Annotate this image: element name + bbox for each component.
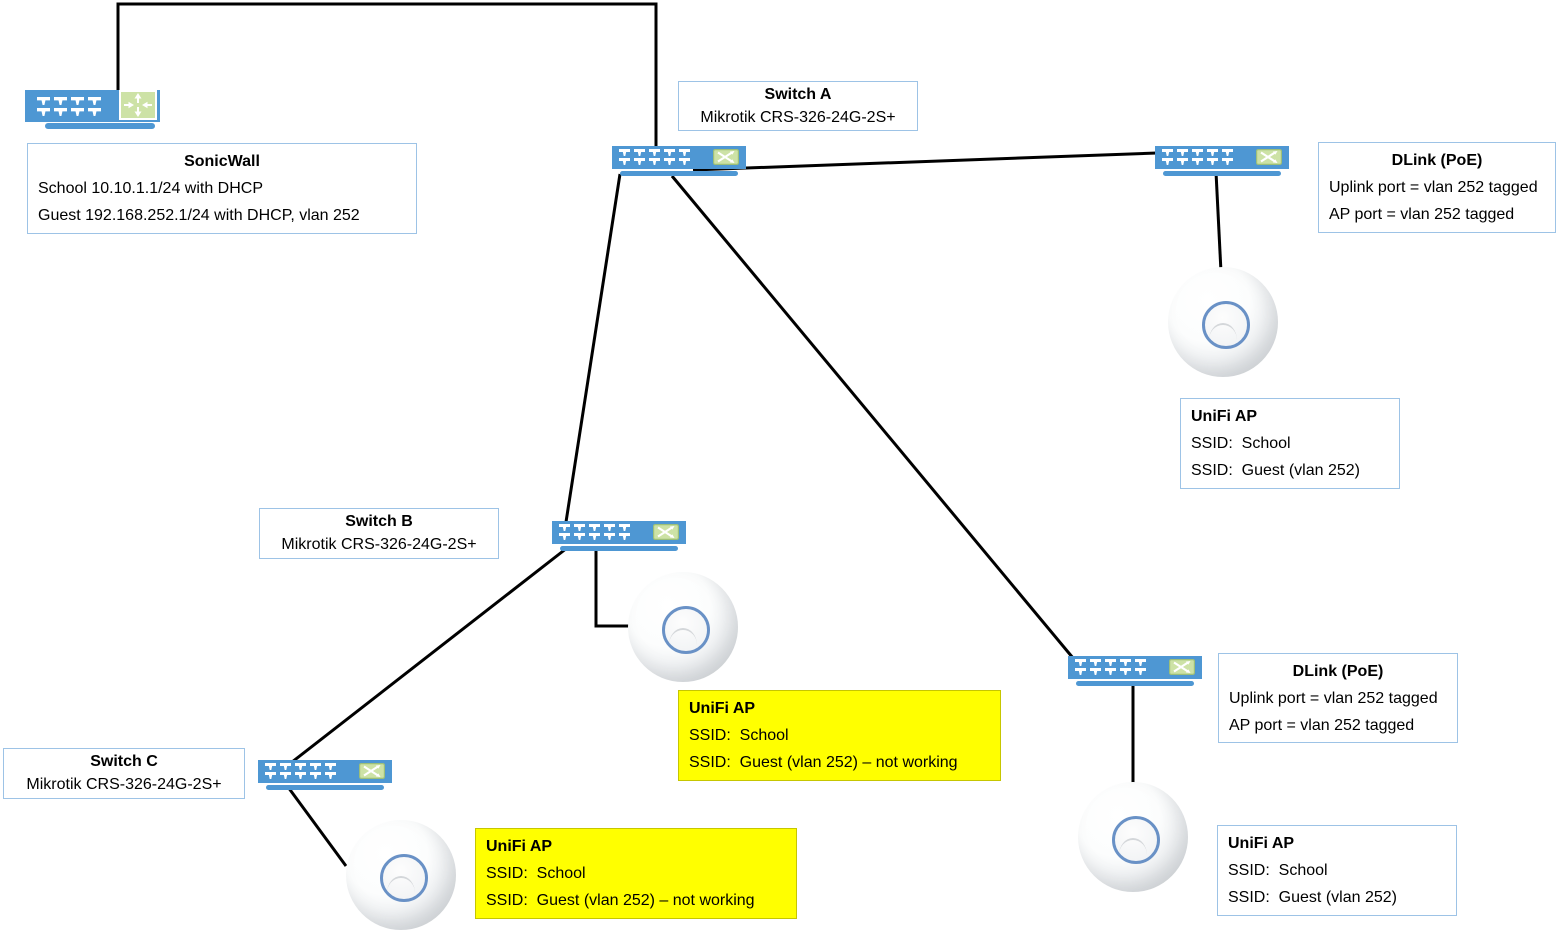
device-detail: SSID: Guest (vlan 252) – not working [689, 754, 958, 771]
ap-ring [1202, 301, 1250, 349]
sonicwall-label-box[interactable]: SonicWall School 10.10.1.1/24 with DHCP … [27, 143, 417, 234]
switch-ports [265, 763, 336, 779]
device-detail: SSID: School [1228, 862, 1328, 879]
switch-crossover-icon [359, 763, 385, 779]
switch-crossover-icon [653, 524, 679, 540]
device-title: SonicWall [184, 153, 260, 170]
switch-ports [619, 149, 690, 165]
switch-ports [1075, 659, 1146, 675]
switch-chassis [1155, 146, 1289, 169]
ap-logo-curve [669, 628, 697, 645]
dlink-top-device-icon[interactable] [1155, 146, 1289, 176]
unifi-ap-bottom-right-device[interactable] [1078, 782, 1188, 892]
device-title: DLink (PoE) [1391, 152, 1483, 169]
router-cross-icon [119, 90, 157, 120]
switch-chassis [552, 521, 686, 544]
switch-base [266, 785, 384, 790]
device-title: Switch C [90, 753, 158, 770]
device-title: UniFi AP [1191, 408, 1258, 425]
wire-switch-a-to-dlink-bottom [670, 175, 1075, 659]
firewall-ports [37, 97, 101, 116]
ap-logo-curve [387, 876, 415, 893]
unifi-ap-bottom-right-label-box[interactable]: UniFi AP SSID: School SSID: Guest (vlan … [1217, 825, 1457, 916]
switch-b-device-icon[interactable] [552, 521, 686, 551]
device-detail: Guest 192.168.252.1/24 with DHCP, vlan 2… [38, 207, 360, 224]
device-detail: SSID: Guest (vlan 252) [1228, 889, 1397, 906]
switch-c-label-box[interactable]: Switch C Mikrotik CRS-326-24G-2S+ [3, 748, 245, 799]
wire-dlink-top-to-unifi-ap [1214, 171, 1223, 273]
dlink-bottom-label-box[interactable]: DLink (PoE) Uplink port = vlan 252 tagge… [1218, 653, 1458, 743]
switch-chassis [258, 760, 392, 783]
device-detail: SSID: Guest (vlan 252) – not working [486, 892, 755, 909]
device-detail: Uplink port = vlan 252 tagged [1329, 179, 1538, 196]
device-detail: Uplink port = vlan 252 tagged [1229, 690, 1438, 707]
switch-ports [559, 524, 630, 540]
device-detail: AP port = vlan 252 tagged [1329, 206, 1515, 223]
device-detail: SSID: School [689, 727, 789, 744]
wire-switch-c-to-unifi-ap [286, 786, 348, 867]
switch-a-label-box[interactable]: Switch A Mikrotik CRS-326-24G-2S+ [678, 81, 918, 131]
unifi-ap-middle-device[interactable] [628, 572, 738, 682]
wire-switch-b-to-switch-c [291, 546, 568, 764]
wire-sonicwall-to-switch-a [116, 2, 658, 150]
device-detail: SSID: School [1191, 435, 1291, 452]
device-detail: Mikrotik CRS-326-24G-2S+ [26, 776, 222, 793]
device-title: DLink (PoE) [1292, 663, 1384, 680]
device-detail: AP port = vlan 252 tagged [1229, 717, 1415, 734]
device-title: UniFi AP [689, 700, 756, 717]
switch-chassis [612, 146, 746, 169]
unifi-ap-top-right-device[interactable] [1168, 267, 1278, 377]
switch-base [1163, 171, 1281, 176]
wire-switch-a-to-switch-b [564, 173, 622, 523]
switch-base [560, 546, 678, 551]
wire-switch-b-to-unifi-ap [594, 546, 632, 628]
unifi-ap-bottom-left-label-box[interactable]: UniFi AP SSID: School SSID: Guest (vlan … [475, 828, 797, 919]
switch-crossover-icon [1256, 149, 1282, 165]
ap-logo-curve [1209, 323, 1237, 340]
unifi-ap-top-right-label-box[interactable]: UniFi AP SSID: School SSID: Guest (vlan … [1180, 398, 1400, 489]
device-title: UniFi AP [1228, 835, 1295, 852]
switch-a-device-icon[interactable] [612, 146, 746, 176]
sonicwall-device-icon[interactable] [25, 90, 160, 129]
device-detail: SSID: School [486, 865, 586, 882]
device-detail: SSID: Guest (vlan 252) [1191, 462, 1360, 479]
unifi-ap-middle-label-box[interactable]: UniFi AP SSID: School SSID: Guest (vlan … [678, 690, 1001, 781]
device-detail: Mikrotik CRS-326-24G-2S+ [281, 536, 477, 553]
device-detail: School 10.10.1.1/24 with DHCP [38, 180, 264, 197]
switch-crossover-icon [713, 149, 739, 165]
ap-logo-curve [1119, 838, 1147, 855]
unifi-ap-bottom-left-device[interactable] [346, 820, 456, 930]
device-title: Switch B [345, 513, 413, 530]
dlink-bottom-device-icon[interactable] [1068, 656, 1202, 686]
device-title: Switch A [764, 86, 832, 103]
switch-ports [1162, 149, 1233, 165]
switch-base [620, 171, 738, 176]
dlink-top-label-box[interactable]: DLink (PoE) Uplink port = vlan 252 tagge… [1318, 142, 1556, 233]
switch-chassis [1068, 656, 1202, 679]
wire-switch-a-to-dlink-top [692, 151, 1158, 172]
switch-base [1076, 681, 1194, 686]
switch-c-device-icon[interactable] [258, 760, 392, 790]
switch-b-label-box[interactable]: Switch B Mikrotik CRS-326-24G-2S+ [259, 508, 499, 559]
device-detail: Mikrotik CRS-326-24G-2S+ [700, 109, 896, 126]
firewall-base [45, 123, 155, 129]
switch-crossover-icon [1169, 659, 1195, 675]
device-title: UniFi AP [486, 838, 553, 855]
